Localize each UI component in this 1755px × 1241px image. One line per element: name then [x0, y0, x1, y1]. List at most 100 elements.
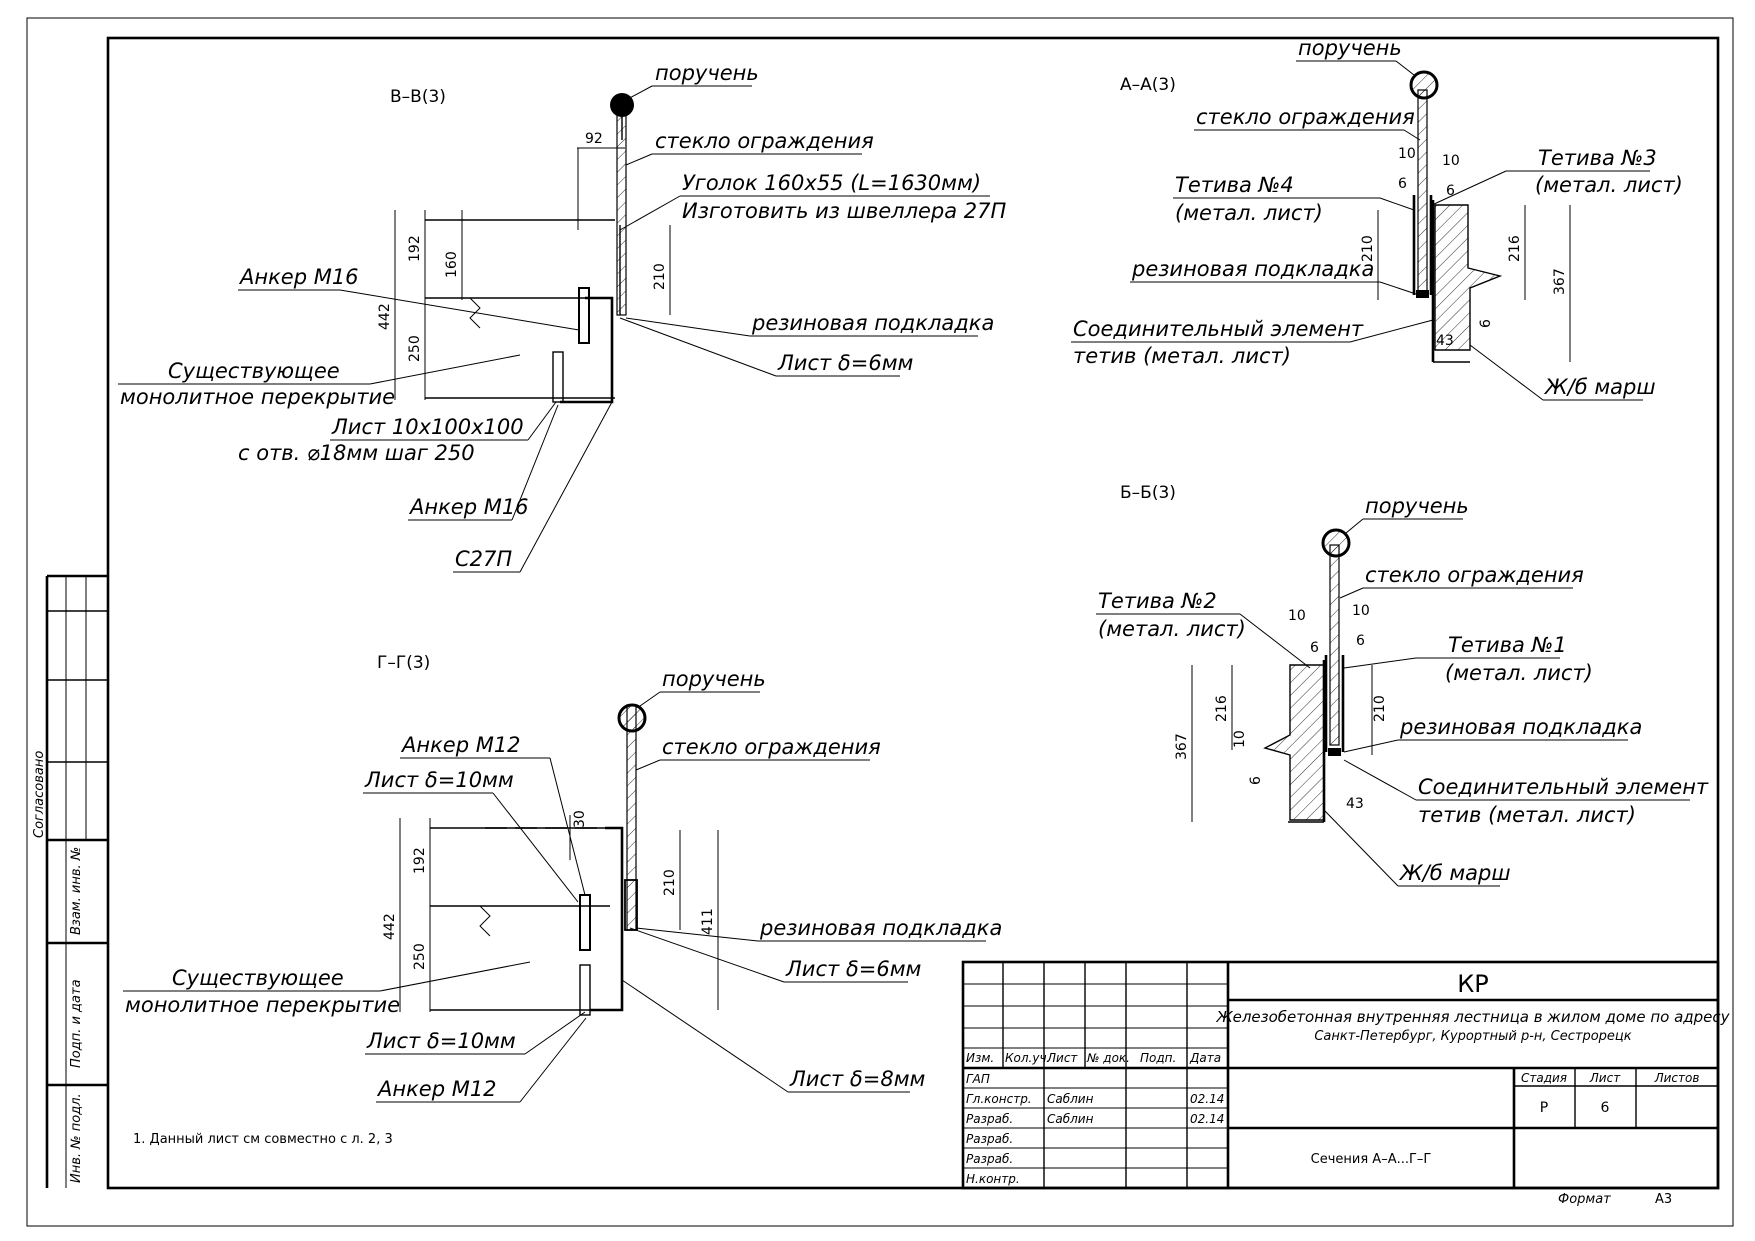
label-angle: Уголок 160x55 (L=1630мм) [682, 171, 981, 195]
dim-160: 160 [444, 251, 460, 278]
label-sheet-6: Лист δ=6мм [777, 351, 914, 375]
label-glass: стекло ограждения [1365, 563, 1584, 587]
section-vv: В–В(3) 92 192 160 442 250 210 поручень с… [118, 61, 1007, 573]
tb-header-list: Лист [1046, 1051, 1078, 1065]
stamp-inv-orig: Инв. № подл. [69, 1093, 84, 1183]
label-slab-2: монолитное перекрытие [125, 993, 400, 1017]
tb-role-2: Разраб. [966, 1112, 1013, 1126]
tb-role-4: Разраб. [966, 1152, 1013, 1166]
stamp-agreed: Согласовано [32, 751, 47, 838]
label-glass: стекло ограждения [662, 735, 881, 759]
tb-header-izm: Изм. [966, 1051, 994, 1065]
dim-367: 367 [1552, 268, 1568, 295]
label-slab-1: Существующее [168, 359, 340, 383]
handrail-icon [610, 93, 634, 117]
label-sheet-6: Лист δ=6мм [785, 957, 922, 981]
section-aa-title: А–А(3) [1120, 75, 1176, 95]
tb-code: КР [1457, 970, 1489, 998]
label-stringer3-b: (метал. лист) [1535, 173, 1683, 197]
dim-442: 442 [382, 913, 398, 940]
tb-date-2: 02.14 [1190, 1112, 1224, 1126]
tb-header-kol: Кол.уч. [1005, 1051, 1050, 1065]
dim-250: 250 [407, 335, 423, 362]
stamp-sign-date: Подп. и дата [69, 979, 84, 1068]
tb-header-ndoc: № док. [1086, 1051, 1130, 1065]
dim-210: 210 [652, 263, 668, 290]
label-stringer1-a: Тетива №1 [1448, 633, 1567, 657]
handrail-icon [1409, 70, 1439, 100]
tb-header-podp: Подп. [1140, 1051, 1176, 1065]
label-make-from: Изготовить из швеллера 27П [682, 199, 1007, 223]
dim-250: 250 [412, 943, 428, 970]
label-stringer4-a: Тетива №4 [1175, 173, 1294, 197]
dim-210: 210 [1372, 695, 1388, 722]
label-flight: Ж/б марш [1398, 861, 1511, 885]
dim-411: 411 [700, 908, 716, 935]
outer-frame [26, 17, 1734, 1227]
label-plate-1: Лист 10x100x100 [331, 415, 524, 439]
dim-10a: 10 [1398, 146, 1416, 162]
label-rubber: резиновая подкладка [751, 311, 994, 335]
dim-43: 43 [1346, 796, 1364, 812]
dim-10c: 10 [1232, 730, 1248, 748]
dim-6b: 6 [1446, 183, 1455, 199]
sheet-note: 1. Данный лист см совместно с л. 2, 3 [133, 1132, 393, 1147]
label-handrail: поручень [1298, 36, 1402, 60]
tb-role-1: Гл.констр. [966, 1092, 1032, 1106]
label-slab-2: монолитное перекрытие [120, 385, 395, 409]
dim-30: 30 [572, 810, 588, 828]
label-anchor-m16-bottom: Анкер М16 [408, 495, 529, 519]
tb-project-2: Санкт-Петербург, Курортный р-н, Сестроре… [1314, 1029, 1631, 1044]
label-stringer2-a: Тетива №2 [1098, 589, 1217, 613]
section-vv-title: В–В(3) [390, 87, 446, 107]
section-gg: Г–Г(3) 30 192 442 250 210 411 поручень с… [123, 653, 1002, 1103]
section-gg-title: Г–Г(3) [377, 653, 430, 673]
label-handrail: поручень [655, 61, 759, 85]
label-connector-2: тетив (метал. лист) [1418, 803, 1636, 827]
dim-10b: 10 [1352, 603, 1370, 619]
label-rubber: резиновая подкладка [759, 916, 1002, 940]
tb-sheet: 6 [1601, 1100, 1610, 1116]
tb-name-1: Саблин [1047, 1092, 1094, 1106]
tb-stage-label: Стадия [1521, 1071, 1567, 1085]
label-sheet-8: Лист δ=8мм [789, 1067, 926, 1091]
tb-sheet-title: Сечения А–А...Г–Г [1311, 1152, 1432, 1167]
inner-frame [106, 36, 1720, 1190]
label-sheet-10-bottom: Лист δ=10мм [366, 1029, 516, 1053]
tb-project-1: Железобетонная внутренняя лестница в жил… [1215, 1008, 1730, 1026]
tb-stage: Р [1540, 1100, 1548, 1116]
label-handrail: поручень [1365, 494, 1469, 518]
tb-format: А3 [1655, 1192, 1672, 1207]
tb-sheets-label: Листов [1654, 1071, 1700, 1085]
label-stringer4-b: (метал. лист) [1175, 201, 1323, 225]
label-channel: С27П [455, 547, 512, 571]
dim-10a: 10 [1288, 608, 1306, 624]
handrail-icon [617, 703, 647, 733]
dim-6b: 6 [1356, 633, 1365, 649]
label-anchor-m12-top: Анкер М12 [400, 733, 521, 757]
dim-192: 192 [407, 235, 423, 262]
label-plate-2: с отв. ⌀18мм шаг 250 [238, 441, 475, 465]
dim-43: 43 [1436, 333, 1454, 349]
dim-92: 92 [585, 131, 603, 147]
dim-216: 216 [1507, 235, 1523, 262]
dim-216: 216 [1214, 695, 1230, 722]
tb-role-3: Разраб. [966, 1132, 1013, 1146]
label-handrail: поручень [662, 667, 766, 691]
side-stamp: Согласовано Взам. инв. № Подп. и дата Ин… [32, 574, 108, 1188]
label-stringer2-b: (метал. лист) [1098, 617, 1246, 641]
section-bb: Б–Б(3) 10 10 6 6 216 367 10 6 210 43 пор… [1096, 483, 1709, 887]
tb-role-5: Н.контр. [966, 1172, 1020, 1186]
dim-6a: 6 [1398, 176, 1407, 192]
dim-6c: 6 [1248, 776, 1264, 785]
tb-role-0: ГАП [966, 1072, 990, 1086]
label-connector-1: Соединительный элемент [1418, 775, 1709, 799]
label-rubber: резиновая подкладка [1131, 257, 1374, 281]
label-stringer3-a: Тетива №3 [1538, 146, 1657, 170]
tb-name-2: Саблин [1047, 1112, 1094, 1126]
handrail-icon [1321, 528, 1351, 558]
tb-sheet-label: Лист [1589, 1071, 1621, 1085]
label-glass: стекло ограждения [1196, 105, 1415, 129]
dim-6c: 6 [1478, 319, 1494, 328]
label-glass: стекло ограждения [655, 129, 874, 153]
